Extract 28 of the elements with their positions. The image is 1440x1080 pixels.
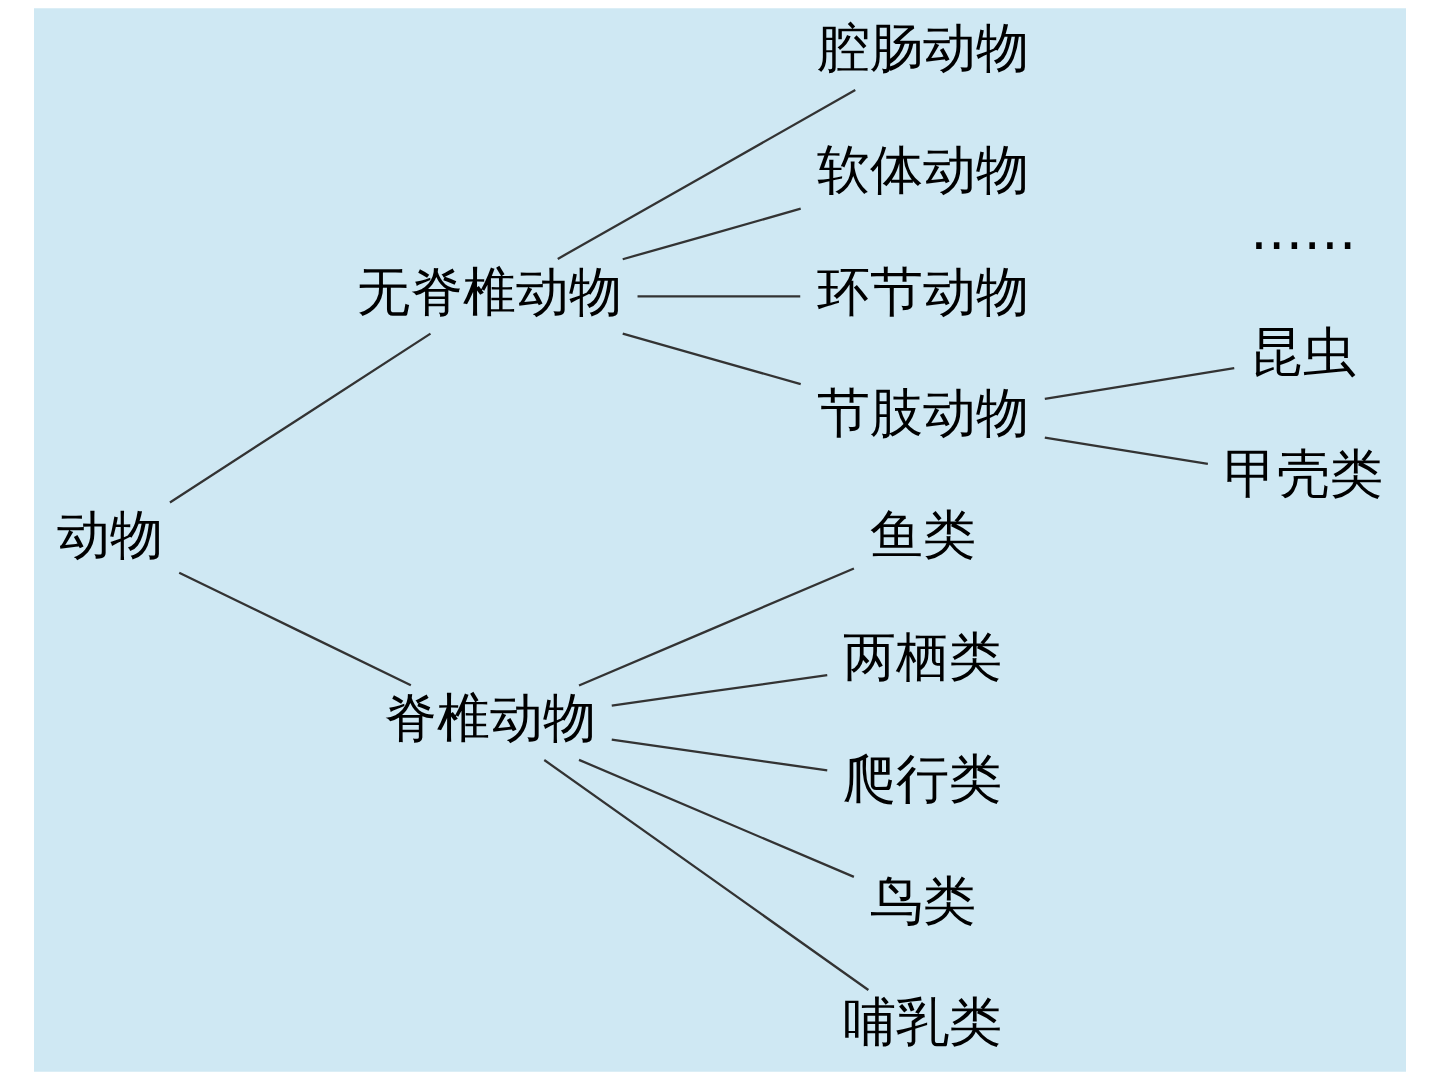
connector xyxy=(557,89,856,260)
connector xyxy=(622,207,801,261)
node-text: 软体动物 xyxy=(816,138,1029,201)
node-text: 腔肠动物 xyxy=(816,16,1029,79)
connector xyxy=(1044,436,1209,466)
node-text: 两栖类 xyxy=(843,625,1003,688)
connector xyxy=(637,295,801,298)
node-text: 昆虫 xyxy=(1250,321,1357,384)
node-text: 爬行类 xyxy=(843,747,1003,810)
connector xyxy=(622,332,801,386)
node-text: 环节动物 xyxy=(816,260,1029,323)
node-text: 无脊椎动物 xyxy=(357,260,623,323)
node-text: 哺乳类 xyxy=(843,991,1003,1054)
node-text: 节肢动物 xyxy=(816,382,1029,445)
node-text: 动物 xyxy=(57,504,164,567)
connector xyxy=(611,673,828,707)
label: …… xyxy=(1249,199,1357,262)
node-text: 脊椎动物 xyxy=(383,686,596,749)
connector xyxy=(1044,367,1235,400)
node-text: 鱼类 xyxy=(869,504,976,567)
node-text: 鸟类 xyxy=(869,869,976,932)
node-text: 甲壳类 xyxy=(1223,443,1383,506)
connector xyxy=(543,759,870,991)
connector xyxy=(169,332,432,504)
connector xyxy=(611,738,828,772)
connector xyxy=(178,571,412,687)
connector xyxy=(578,758,855,878)
connector xyxy=(578,567,855,687)
